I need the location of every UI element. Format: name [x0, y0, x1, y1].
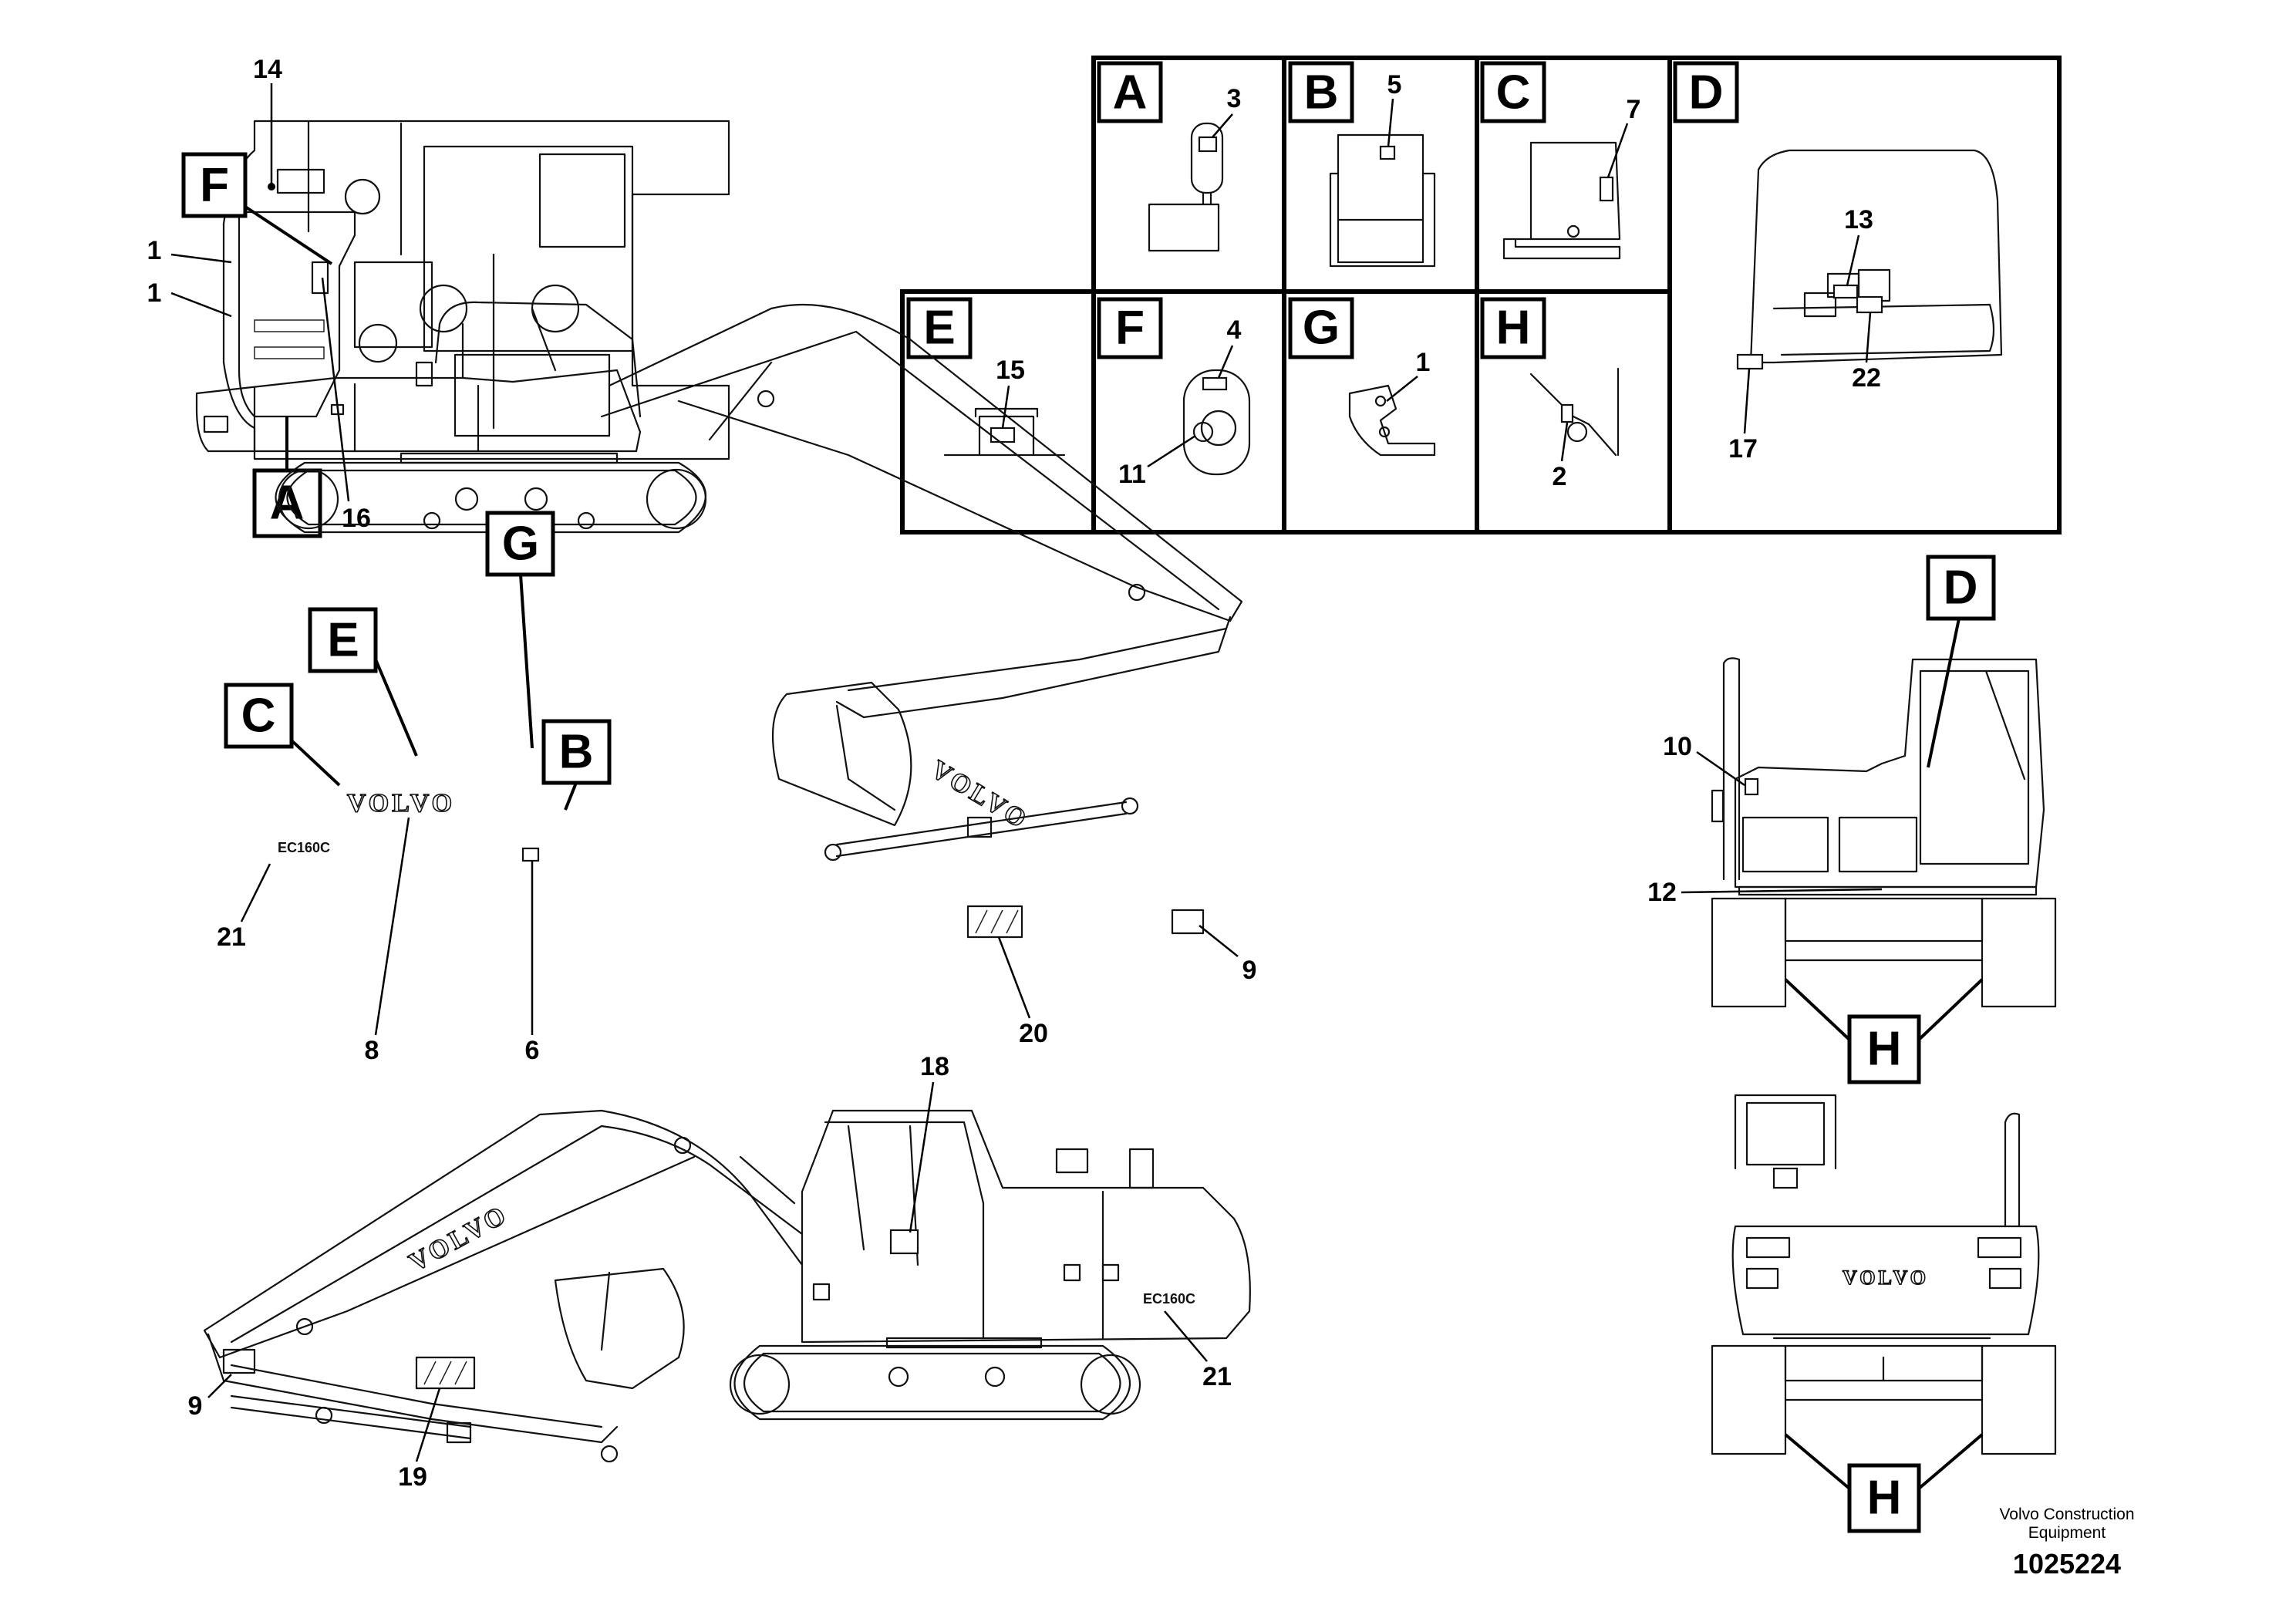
svg-text:B: B: [559, 726, 594, 779]
front-view-drawing: [1711, 657, 2057, 1008]
detail-B: B 5: [1288, 61, 1436, 268]
label-18: 18: [920, 1052, 949, 1081]
label-4: 4: [1227, 315, 1242, 345]
label-11: 11: [1118, 460, 1146, 489]
svg-text:C: C: [1496, 66, 1531, 120]
detail-grid: [900, 56, 2062, 534]
label-6: 6: [525, 1036, 540, 1065]
svg-text:E: E: [923, 302, 955, 355]
svg-text:B: B: [1304, 66, 1339, 120]
company-line-1: Volvo Construction: [1999, 1506, 2134, 1523]
brand-text-rear: VOLVO: [1843, 1266, 1929, 1289]
label-1-upper: 1: [147, 236, 162, 265]
callout-D-front: D: [1926, 555, 1996, 768]
label-13: 13: [1844, 205, 1873, 234]
label-16: 16: [342, 504, 371, 533]
label-21-side-1: 21: [217, 922, 246, 952]
detail-A: A 3: [1097, 61, 1242, 252]
callout-F-top: F: [181, 152, 333, 265]
label-5: 5: [1387, 70, 1402, 99]
drawing-number: 1025224: [2013, 1548, 2121, 1580]
label-8: 8: [365, 1036, 379, 1065]
svg-text:A: A: [270, 477, 305, 530]
brand-text-boom-side-2: VOLVO: [405, 1200, 514, 1277]
svg-text:H: H: [1867, 1472, 1902, 1525]
footer-info: Volvo Construction Equipment 1025224: [1999, 1506, 2134, 1580]
label-1-lower: 1: [147, 278, 162, 308]
label-19: 19: [398, 1462, 427, 1492]
detail-G: G 1: [1288, 297, 1436, 457]
label-10: 10: [1663, 732, 1692, 761]
callout-C-side: C: [224, 683, 341, 787]
svg-text:D: D: [1944, 561, 1978, 615]
label-22: 22: [1852, 363, 1881, 393]
detail-F: F 4 11: [1097, 297, 1251, 489]
svg-text:G: G: [1303, 302, 1340, 355]
side-view-left-drawing: [203, 1109, 1251, 1463]
callout-E-side: E: [308, 607, 418, 757]
label-3: 3: [1227, 84, 1242, 113]
label-20: 20: [1019, 1019, 1048, 1048]
label-12: 12: [1647, 878, 1677, 907]
rear-view-drawing: [1711, 1094, 2057, 1455]
label-2: 2: [1553, 462, 1567, 491]
detail-D: D 13 22 17: [1673, 61, 2003, 464]
callout-H-front: H: [1784, 978, 1984, 1084]
svg-text:C: C: [241, 690, 276, 743]
company-line-2: Equipment: [2028, 1524, 2106, 1542]
label-7: 7: [1627, 95, 1641, 124]
svg-text:H: H: [1496, 302, 1531, 355]
svg-text:G: G: [502, 518, 539, 571]
label-17: 17: [1728, 434, 1758, 464]
detail-C: C 7: [1480, 61, 1641, 260]
svg-text:D: D: [1689, 66, 1724, 120]
model-badge-side-1: EC160C: [278, 840, 330, 855]
svg-text:F: F: [200, 159, 229, 212]
detail-E: E 15: [906, 297, 1066, 457]
svg-text:A: A: [1113, 66, 1148, 120]
callout-B-side: B: [541, 719, 612, 811]
callout-H-rear: H: [1784, 1433, 1984, 1533]
label-1-detail-G: 1: [1416, 348, 1431, 377]
svg-text:H: H: [1867, 1023, 1902, 1076]
label-21-side-2: 21: [1202, 1362, 1232, 1391]
model-badge-side-2: EC160C: [1143, 1291, 1195, 1307]
label-15: 15: [996, 356, 1025, 385]
label-9-side-2: 9: [188, 1391, 203, 1421]
label-14: 14: [253, 55, 282, 84]
brand-text-cab-side-1: VOLVO: [347, 789, 455, 818]
svg-text:E: E: [327, 614, 359, 667]
detail-H: H 2: [1480, 297, 1620, 491]
callout-G-side: G: [485, 511, 555, 749]
top-view-drawing: [222, 120, 730, 460]
svg-text:F: F: [1115, 302, 1145, 355]
label-9-side-1: 9: [1242, 956, 1257, 985]
